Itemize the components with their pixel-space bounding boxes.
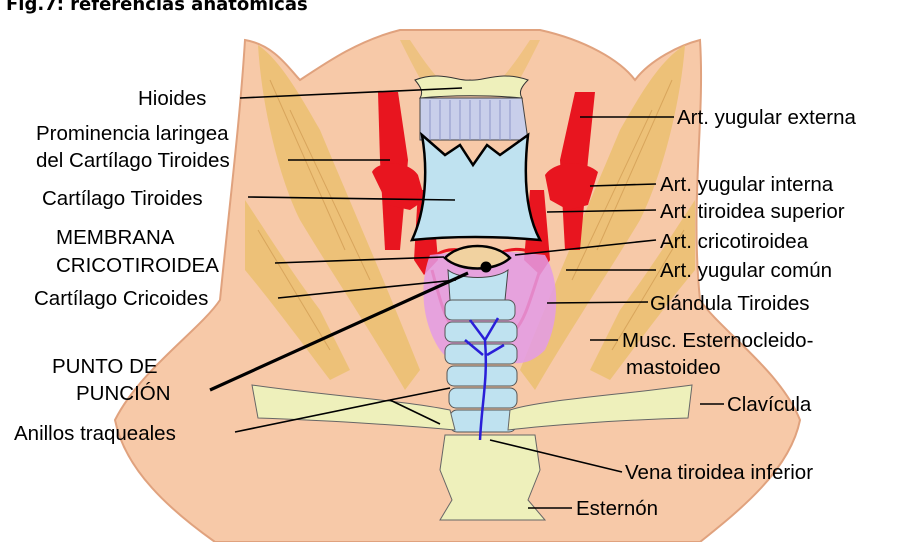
label-prominencia-1: Prominencia laringea	[36, 122, 229, 145]
puncture-point	[481, 262, 492, 273]
label-prominencia-2: del Cartílago Tiroides	[36, 149, 230, 172]
label-membrana-2: CRICOTIROIDEA	[56, 254, 219, 277]
label-yugular-comun: Art. yugular común	[660, 259, 832, 282]
label-hioides: Hioides	[138, 87, 206, 110]
label-clavicula: Clavícula	[727, 393, 812, 416]
label-glandula-tiroides: Glándula Tiroides	[650, 292, 810, 315]
label-esternon: Esternón	[576, 497, 658, 520]
label-punto-1: PUNTO DE	[52, 355, 158, 378]
label-yugular-interna: Art. yugular interna	[660, 173, 834, 196]
label-tiroidea-superior: Art. tiroidea superior	[660, 200, 845, 223]
label-cartilago-tiroides: Cartílago Tiroides	[42, 187, 203, 210]
cricothyroid-membrane	[445, 246, 510, 269]
label-membrana-1: MEMBRANA	[56, 226, 175, 249]
thyrohyoid-membrane	[420, 98, 528, 140]
label-cartilago-cricoides: Cartílago Cricoides	[34, 287, 208, 310]
label-esterno-1: Musc. Esternocleido-	[622, 329, 813, 352]
label-esterno-2: mastoideo	[626, 356, 721, 379]
label-punto-2: PUNCIÓN	[76, 382, 171, 405]
label-cricotiroidea: Art. cricotiroidea	[660, 230, 809, 253]
label-anillos: Anillos traqueales	[14, 422, 176, 445]
label-vena-tiroidea: Vena tiroidea inferior	[625, 461, 813, 484]
label-yugular-externa: Art. yugular externa	[677, 106, 856, 129]
